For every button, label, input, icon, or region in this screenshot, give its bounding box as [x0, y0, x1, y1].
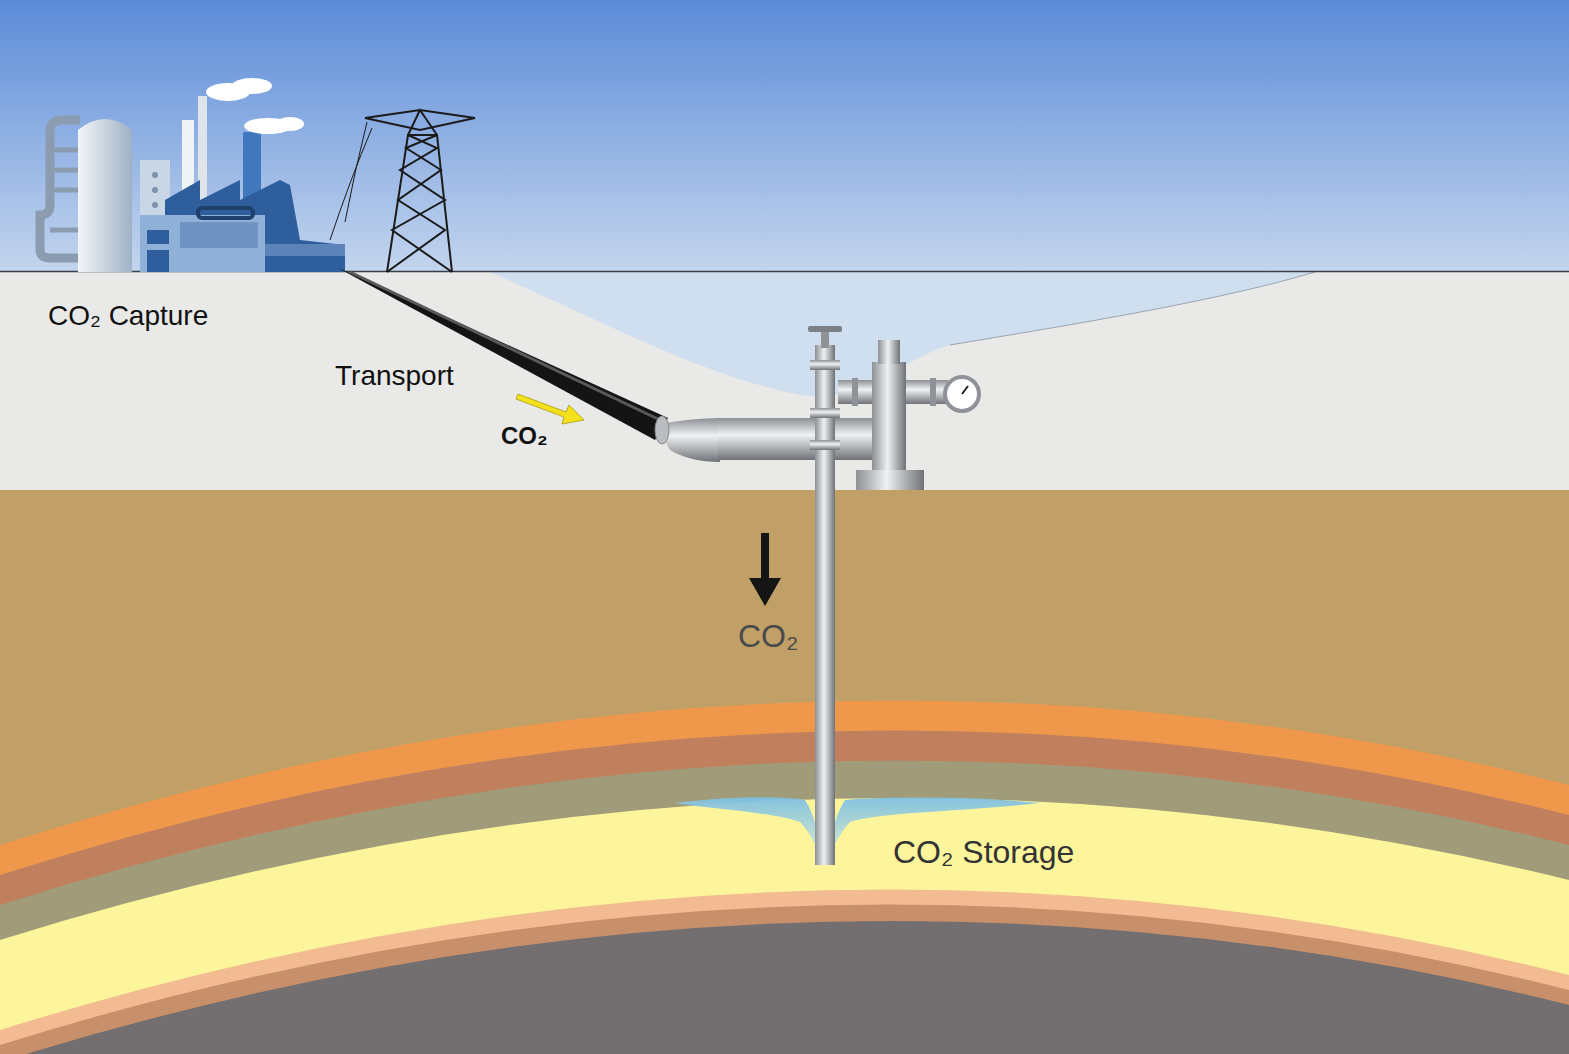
- stage-label: CO₂ Storage: [893, 834, 1074, 871]
- well-flange: [810, 440, 840, 450]
- sky: [0, 0, 1569, 272]
- power-plant: [40, 78, 345, 272]
- flow-label: CO₂: [738, 618, 798, 655]
- stage-label: Transport: [335, 360, 454, 392]
- stage-label: CO₂ Capture: [48, 300, 208, 332]
- transport-pipe: [338, 268, 668, 440]
- plant-grille: [180, 222, 258, 248]
- surface-ground: [0, 271, 1569, 491]
- plant-front: [140, 215, 265, 272]
- pipe-flange: [655, 416, 669, 444]
- plant-pipe: [265, 244, 345, 256]
- injection-well: [815, 345, 835, 865]
- wellhead-body: [872, 362, 906, 472]
- smoke: [276, 117, 304, 131]
- silo: [78, 119, 132, 272]
- basin-edge: [950, 272, 1315, 345]
- pressure-gauge: [945, 377, 979, 411]
- horizontal-pipe: [718, 418, 878, 460]
- well-flange: [810, 360, 840, 370]
- flow-label: CO₂: [501, 422, 548, 450]
- plant-pipe: [40, 120, 80, 258]
- smoke: [232, 78, 272, 94]
- valve-wheel: [808, 326, 842, 332]
- basement-layer: [0, 921, 1569, 1054]
- pipe-highlight: [350, 272, 660, 420]
- plant-rail: [198, 208, 253, 218]
- well-flange: [810, 408, 840, 418]
- plant-rungs: [50, 150, 80, 230]
- power-pylon: [330, 110, 475, 272]
- wellhead-base: [856, 470, 924, 490]
- flow-arrow: [516, 394, 584, 424]
- injection-arrow: [749, 533, 781, 606]
- wellhead-cap: [878, 340, 900, 364]
